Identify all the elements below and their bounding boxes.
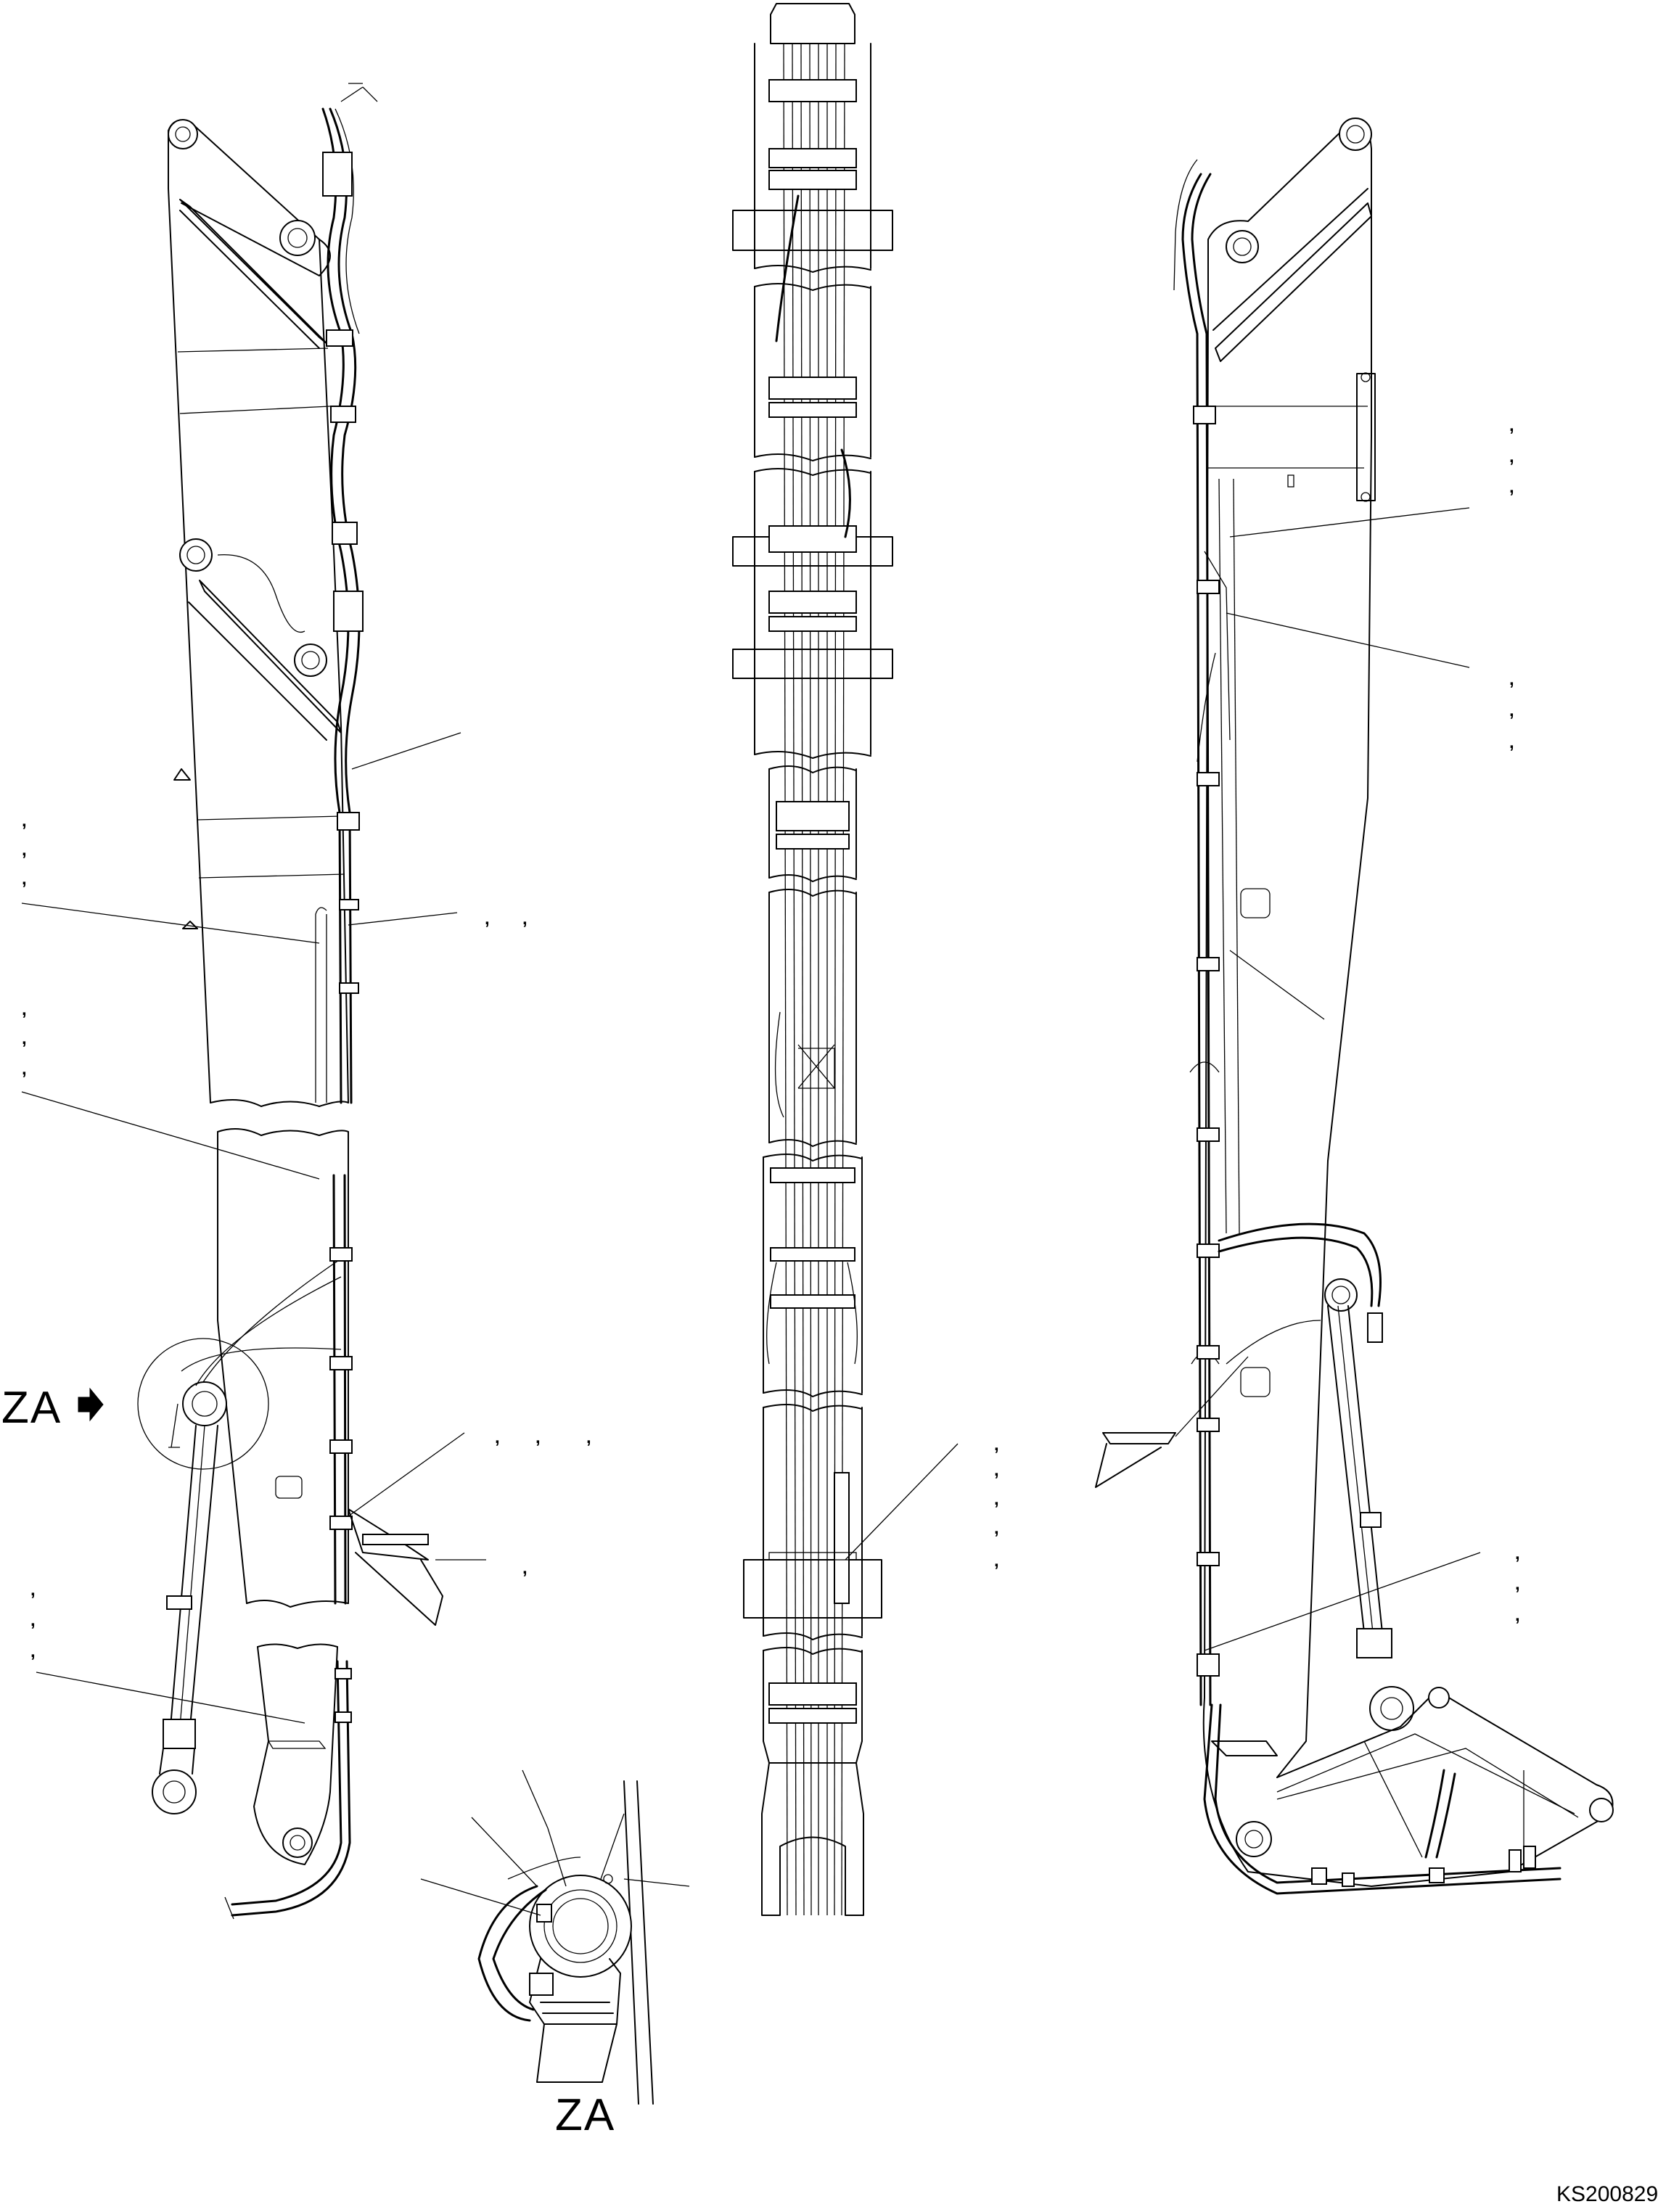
callout-mark: ,	[994, 1518, 999, 1538]
right-view	[1095, 118, 1614, 1895]
callout-mark: ,	[485, 909, 490, 929]
callout-mark: ,	[994, 1460, 999, 1480]
arrow-right-icon	[78, 1387, 104, 1422]
fitting-rows	[768, 79, 857, 1724]
callout-mark: ,	[22, 1029, 27, 1048]
callout-mark: ,	[22, 840, 27, 860]
drawing-code: KS200829	[1556, 2182, 1658, 2206]
callout-mark: ,	[1515, 1544, 1520, 1563]
callout-mark: ,	[522, 1558, 528, 1578]
callout-mark: ,	[522, 909, 528, 929]
callout-mark: ,	[1509, 701, 1514, 720]
callout-mark: ,	[994, 1551, 999, 1571]
callout-mark: ,	[1509, 477, 1514, 497]
callout-mark: ,	[535, 1428, 541, 1447]
callout-mark: ,	[1515, 1605, 1520, 1625]
callout-mark: ,	[30, 1642, 36, 1661]
view-label-za-left: ZA	[1, 1383, 62, 1433]
left-view-lower	[36, 1128, 486, 1814]
callout-mark: ,	[22, 1000, 27, 1019]
callout-mark: ,	[994, 1435, 999, 1455]
callout-mark: ,	[1515, 1574, 1520, 1594]
view-label-za-bottom: ZA	[555, 2090, 616, 2140]
callout-mark: ,	[1509, 733, 1514, 752]
callout-mark: ,	[1509, 416, 1514, 435]
callout-mark: ,	[994, 1489, 999, 1509]
callout-mark: ,	[1509, 447, 1514, 466]
detail-za	[420, 1769, 690, 2105]
center-view	[732, 3, 959, 1916]
callout-mark: ,	[30, 1611, 36, 1630]
left-view-upper	[21, 83, 461, 1180]
callout-mark: ,	[495, 1428, 500, 1447]
left-view-foot	[224, 1643, 352, 1920]
callout-mark: ,	[1509, 670, 1514, 689]
callout-mark: ,	[22, 1059, 27, 1079]
callout-mark: ,	[22, 811, 27, 831]
callout-mark: ,	[586, 1428, 591, 1447]
callout-mark: ,	[30, 1580, 36, 1600]
callout-mark: ,	[22, 869, 27, 889]
